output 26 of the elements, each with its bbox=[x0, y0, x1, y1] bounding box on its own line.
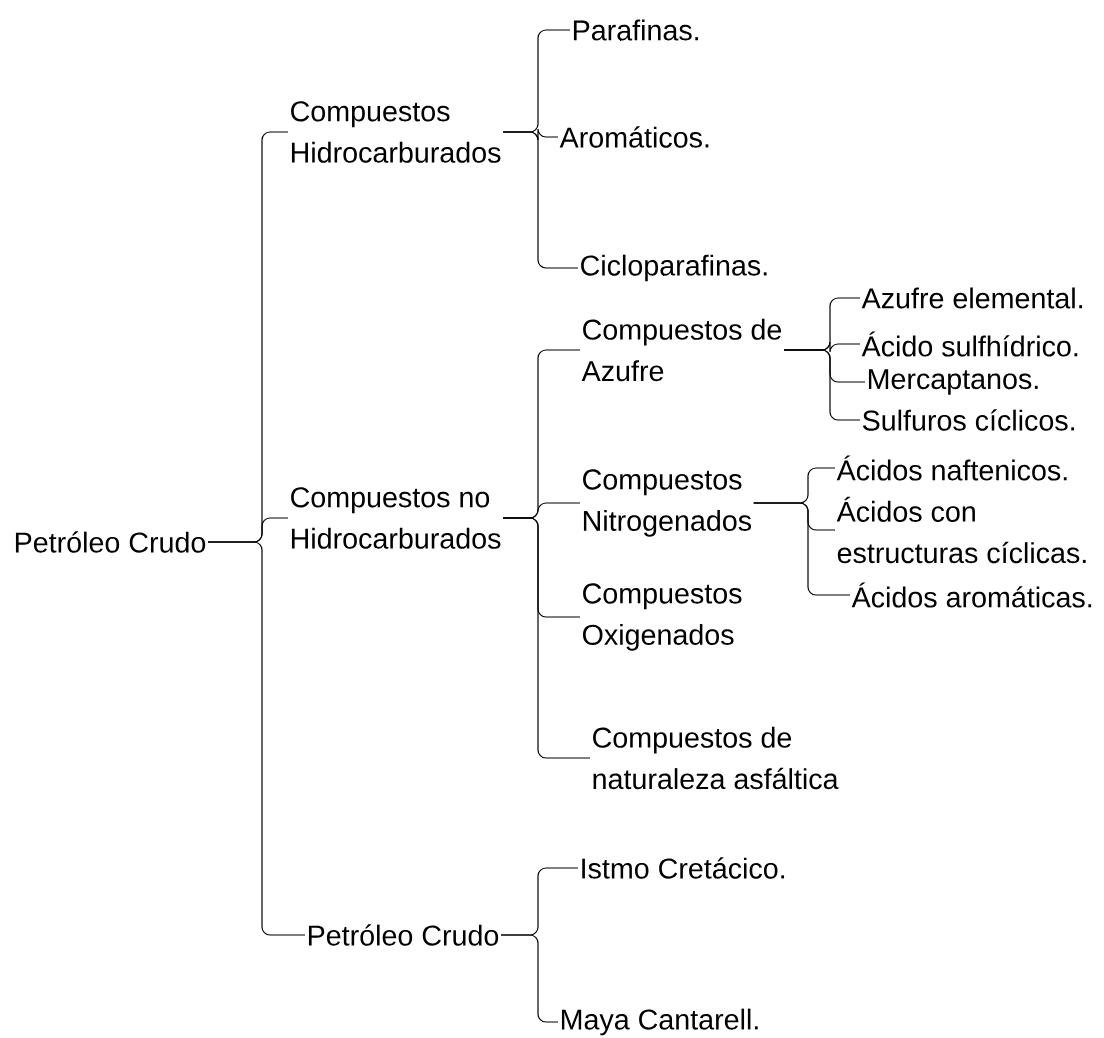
node-text: Compuestos no Hidrocarburados bbox=[291, 487, 501, 549]
node-text: Mercaptanos. bbox=[868, 369, 1038, 395]
node-text: Compuestos Nitrogenados bbox=[583, 469, 752, 537]
node-text: Petróleo Crudo bbox=[15, 531, 206, 553]
node-text: Ácidos naftenicos. bbox=[836, 455, 1067, 481]
bracket-line bbox=[500, 934, 559, 1023]
node-text: Compuestos de naturaleza asfáltica bbox=[593, 726, 839, 790]
node-text: Compuestos de Azufre bbox=[581, 318, 782, 382]
bracket-line bbox=[502, 131, 579, 269]
node-text: Maya Cantarell. bbox=[561, 1008, 758, 1036]
node-text: Compuestos Hidrocarburados bbox=[291, 101, 501, 163]
bracket-line bbox=[207, 541, 306, 936]
bracket-line bbox=[502, 517, 591, 759]
node-text: Cicloparafinas. bbox=[581, 254, 767, 282]
node-text: Ácidos con estructuras cíclicas. bbox=[836, 496, 1086, 564]
node-text: Azufre elemental. bbox=[861, 287, 1082, 309]
bracket-line bbox=[783, 349, 861, 421]
node-text: Aromáticos. bbox=[559, 126, 709, 148]
node-text: Petróleo Crudo bbox=[308, 924, 499, 946]
bracket-line bbox=[753, 502, 851, 596]
node-text: Ácido sulfhídrico. bbox=[861, 331, 1078, 357]
node-text: Compuestos Oxigenados bbox=[582, 583, 742, 651]
node-text: Parafinas. bbox=[573, 19, 699, 41]
node-text: Ácidos aromáticas. bbox=[851, 582, 1092, 608]
node-text: Sulfuros cíclicos. bbox=[862, 409, 1074, 431]
node-text: Istmo Cretácico. bbox=[582, 857, 785, 879]
